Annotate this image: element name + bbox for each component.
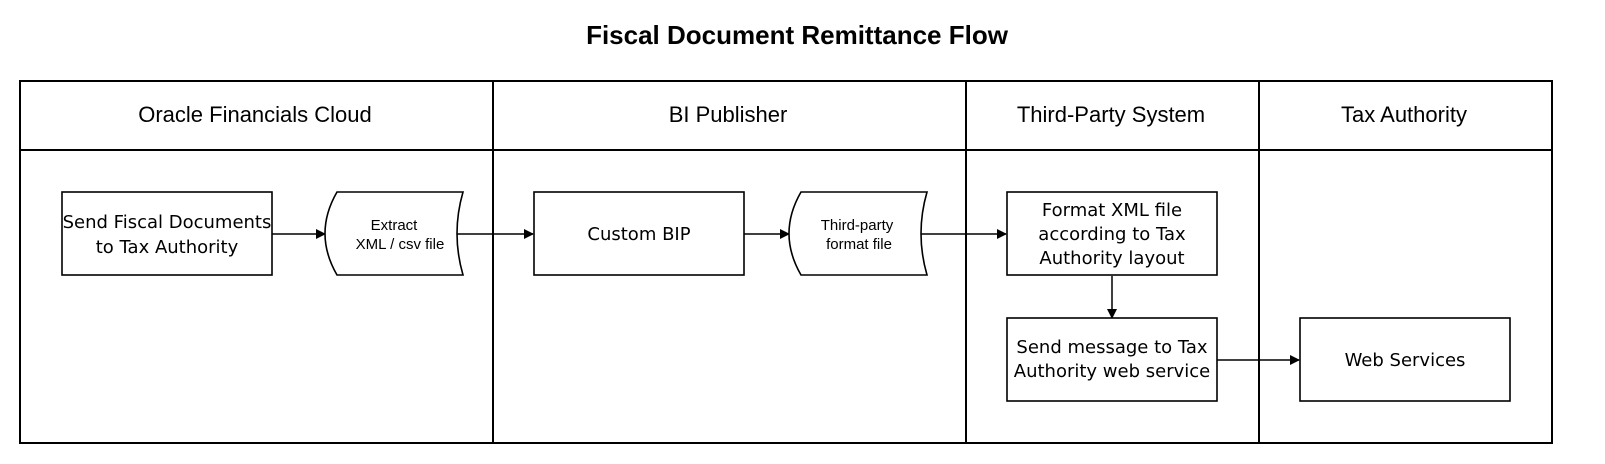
node-label-line: Authority web service [1014, 361, 1210, 382]
swimlane-border [19, 80, 1553, 444]
lane-header-third-party-system: Third-Party System [1017, 102, 1205, 127]
node-label-line: Send message to Tax [1016, 337, 1208, 358]
node-label-line: Third-party [821, 217, 894, 234]
process-box [1006, 191, 1218, 276]
lane-header-tax-authority: Tax Authority [1341, 102, 1467, 127]
stored-data-shape [324, 191, 465, 276]
node-label-line: Extract [371, 217, 419, 234]
node-format-xml-file: Format XML file according to Tax Authori… [1006, 191, 1218, 276]
node-label-line: XML / csv file [356, 236, 445, 253]
swimlane-frame [19, 80, 1553, 444]
node-custom-bip: Custom BIP [533, 191, 745, 276]
node-send-fiscal-documents: Send Fiscal Documents to Tax Authority [61, 191, 273, 276]
node-label-line: format file [826, 236, 892, 253]
node-label-line: Authority layout [1039, 248, 1184, 269]
node-label-line: to Tax Authority [96, 237, 239, 258]
lane-header-bi-publisher: BI Publisher [669, 102, 788, 127]
node-label-line: Format XML file [1042, 200, 1182, 221]
node-label-line: Send Fiscal Documents [63, 212, 272, 233]
node-third-party-format-file: Third-party format file [788, 191, 929, 276]
process-box [61, 191, 273, 276]
lane-header-oracle-financials-cloud: Oracle Financials Cloud [138, 102, 372, 127]
connectors [272, 229, 1300, 365]
node-label-line: Custom BIP [587, 224, 690, 245]
node-extract-file: Extract XML / csv file [324, 191, 465, 276]
node-web-services: Web Services [1299, 317, 1511, 402]
node-label-line: according to Tax [1038, 224, 1186, 245]
node-send-message: Send message to Tax Authority web servic… [1006, 317, 1218, 402]
process-box [1299, 317, 1511, 402]
stored-data-shape [788, 191, 929, 276]
node-label-line: Web Services [1345, 350, 1466, 371]
process-box [1006, 317, 1218, 402]
process-box [533, 191, 745, 276]
diagram-title: Fiscal Document Remittance Flow [586, 20, 1009, 50]
